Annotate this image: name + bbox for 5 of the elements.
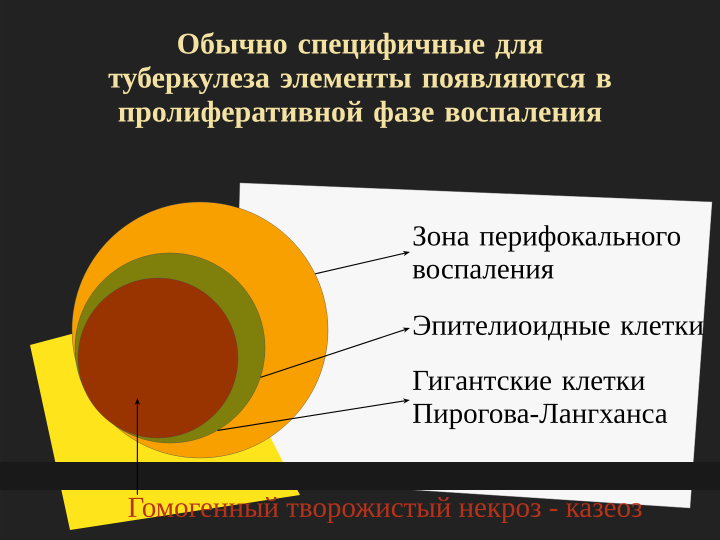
label: Зона перифокального воспаления <box>412 225 680 279</box>
label: Гигантские клетки Пирогова-Лангханса <box>413 370 668 430</box>
label: Эпителиоидные клетки <box>414 316 704 340</box>
circle-shape <box>78 278 238 438</box>
title: Обычно специфичные для туберкулеза элементы появляются в пролиферативной фазе воспаления <box>108 32 611 128</box>
